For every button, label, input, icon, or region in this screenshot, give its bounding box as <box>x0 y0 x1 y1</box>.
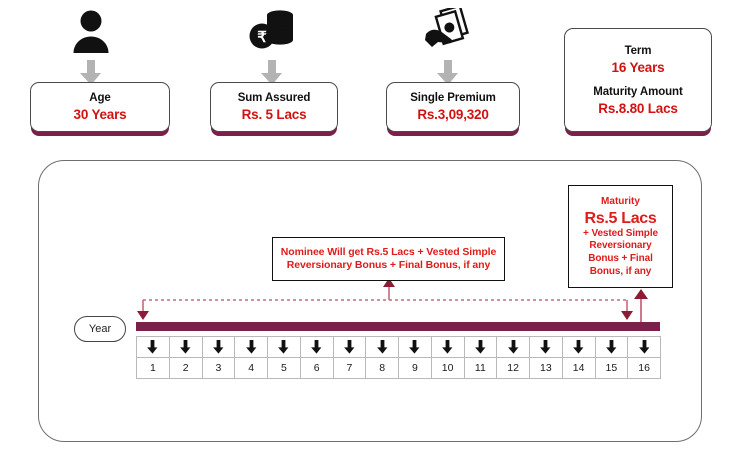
timeline-arrow-row <box>136 336 661 358</box>
timeline-arrow-cell <box>627 336 661 358</box>
nominee-callout-line-1: Nominee Will get Rs.5 Lacs + Vested Simp… <box>280 245 497 258</box>
down-arrow-icon <box>343 340 355 354</box>
down-arrow-icon <box>507 340 519 354</box>
down-arrow-icon <box>147 340 158 354</box>
down-arrow-icon <box>409 340 420 354</box>
summary-card-sum-assured-label: Sum Assured <box>237 92 311 104</box>
timeline-year-cell[interactable]: 7 <box>332 357 367 379</box>
down-arrow-icon <box>442 340 453 354</box>
timeline-arrow-cell <box>332 336 367 358</box>
summary-card-term-value: 16 Years <box>611 59 665 75</box>
summary-card-term-maturity[interactable]: Term 16 Years Maturity Amount Rs.8.80 La… <box>564 28 712 132</box>
maturity-callout-box[interactable]: Maturity Rs.5 Lacs + Vested Simple Rever… <box>568 185 673 288</box>
timeline-axis-label: Year <box>74 316 126 342</box>
timeline-year-cell[interactable]: 9 <box>398 357 432 379</box>
timeline-year-cell[interactable]: 16 <box>627 357 661 379</box>
timeline-arrow-cell <box>594 336 629 358</box>
summary-card-maturity-value: Rs.8.80 Lacs <box>598 100 678 116</box>
timeline-arrow-cell <box>365 336 399 358</box>
timeline-year-cell[interactable]: 5 <box>267 357 301 379</box>
timeline-bar <box>136 322 660 331</box>
timeline-arrow-cell <box>267 336 301 358</box>
summary-card-sum-assured[interactable]: Sum Assured Rs. 5 Lacs <box>210 82 338 132</box>
timeline-year-cell[interactable]: 6 <box>299 357 334 379</box>
down-arrow-icon <box>180 340 191 354</box>
summary-card-single-premium-label: Single Premium <box>410 92 496 104</box>
icon-group-sum-assured: ₹ <box>248 8 296 86</box>
timeline-year-cell[interactable]: 2 <box>168 357 203 379</box>
maturity-callout-amount: Rs.5 Lacs <box>584 209 657 227</box>
timeline-year-cell[interactable]: 13 <box>529 357 563 379</box>
summary-card-sum-assured-value: Rs. 5 Lacs <box>241 107 307 122</box>
summary-card-single-premium-value: Rs.3,09,320 <box>417 107 489 122</box>
timeline-year-cell[interactable]: 8 <box>365 357 399 379</box>
summary-card-age-value: 30 Years <box>73 107 127 122</box>
timeline-year-cell[interactable]: 12 <box>496 357 530 379</box>
summary-card-single-premium[interactable]: Single Premium Rs.3,09,320 <box>386 82 520 132</box>
summary-card-age[interactable]: Age 30 Years <box>30 82 170 132</box>
down-arrow-icon <box>474 340 486 354</box>
coins-rupee-icon: ₹ <box>249 10 293 49</box>
timeline-year-cell[interactable]: 11 <box>463 357 498 379</box>
timeline-arrow-cell <box>496 336 530 358</box>
down-arrow-icon <box>245 340 257 354</box>
down-arrow-icon <box>437 60 458 85</box>
timeline-arrow-cell <box>168 336 203 358</box>
icon-group-age <box>70 8 112 86</box>
timeline-arrow-cell <box>529 336 563 358</box>
maturity-callout-line-4: Bonus, if any <box>589 265 652 277</box>
timeline-arrow-cell <box>398 336 432 358</box>
summary-card-age-label: Age <box>89 92 111 104</box>
summary-card-maturity-label: Maturity Amount <box>593 85 683 98</box>
down-arrow-icon <box>278 340 289 354</box>
timeline-year-cell[interactable]: 14 <box>561 357 596 379</box>
down-arrow-icon <box>261 60 282 85</box>
maturity-callout-line-3: Bonus + Final <box>588 253 653 264</box>
maturity-callout-title: Maturity <box>601 195 640 207</box>
icon-group-premium <box>424 8 472 86</box>
down-arrow-icon <box>376 340 388 354</box>
timeline-arrow-cell <box>299 336 334 358</box>
summary-card-term-label: Term <box>624 44 652 57</box>
down-arrow-icon <box>311 340 322 354</box>
timeline-arrow-cell <box>561 336 596 358</box>
down-arrow-icon <box>573 340 584 354</box>
timeline-arrow-cell <box>136 336 170 358</box>
timeline-year-cell[interactable]: 1 <box>136 357 170 379</box>
down-arrow-icon <box>605 340 617 354</box>
down-arrow-icon <box>80 60 101 85</box>
timeline-year-cell[interactable]: 4 <box>234 357 268 379</box>
svg-text:₹: ₹ <box>257 30 267 46</box>
nominee-callout-box[interactable]: Nominee Will get Rs.5 Lacs + Vested Simp… <box>272 237 505 281</box>
maturity-callout-line-1: + Vested Simple <box>583 227 658 239</box>
maturity-callout-line-2: Reversionary <box>589 240 652 252</box>
timeline-arrow-cell <box>201 336 236 358</box>
timeline-year-cell[interactable]: 10 <box>430 357 465 379</box>
person-icon <box>73 10 109 53</box>
nominee-callout-line-2: Reversionary Bonus + Final Bonus, if any <box>286 259 491 271</box>
timeline-arrow-cell <box>234 336 268 358</box>
down-arrow-icon <box>212 340 224 354</box>
down-arrow-icon <box>540 340 551 354</box>
down-arrow-icon <box>638 340 650 354</box>
timeline-arrow-cell <box>463 336 498 358</box>
cash-hand-icon <box>425 8 469 47</box>
timeline-year-cell[interactable]: 3 <box>201 357 236 379</box>
timeline-arrow-cell <box>430 336 465 358</box>
timeline-year-cell[interactable]: 15 <box>594 357 629 379</box>
